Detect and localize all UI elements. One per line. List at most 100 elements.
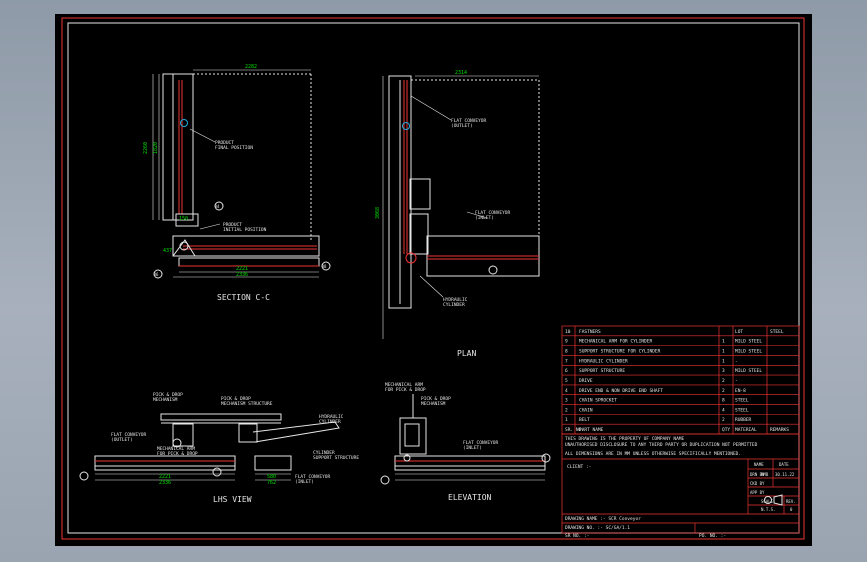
tb-drn-date: 30.11.22 — [775, 472, 795, 477]
tb-po-no: PO. NO. :- — [699, 533, 726, 539]
bom-header-qty: QTY — [722, 427, 730, 433]
bom-cell-qty: 3 — [722, 368, 725, 374]
bom-cell-rem: STEEL — [770, 329, 784, 335]
lhs-view-title: LHS VIEW — [213, 495, 252, 504]
bom-cell-name: SUPPORT STRUCTURE — [579, 368, 625, 374]
bom-cell-mat: MILD STEEL — [735, 368, 762, 374]
bom-cell-qty: 1 — [722, 349, 725, 355]
bom-cell-mat: MILD STEEL — [735, 349, 762, 355]
bom-cell-name: FASTNERS — [579, 329, 601, 335]
cc-dim-bottom1: 2221 — [236, 266, 248, 272]
inner-border — [67, 22, 800, 534]
bom-cell-name: BELT — [579, 417, 590, 423]
bom-cell-qty: 2 — [722, 378, 725, 384]
bom-cell-no: 9 — [565, 339, 568, 345]
bom-cell-no: 4 — [565, 388, 568, 394]
plan-dim-left: 3068 — [375, 207, 381, 219]
bom-cell-name: CHAIN SPROCKET — [579, 398, 617, 404]
tb-drn-by: DRN BY — [750, 472, 765, 477]
bom-cell-mat: STEEL — [735, 398, 749, 404]
bom-cell-no: 1 — [565, 417, 568, 423]
cc-balloon-1: 04 — [215, 204, 220, 209]
notice-line-1: THIS DRAWING IS THE PROPERTY OF COMPANY … — [565, 436, 684, 442]
bom-cell-no: 8 — [565, 349, 568, 355]
tb-rev-header: REV. — [786, 499, 796, 504]
elev-label-conv: FLAT CONVEYOR(INLET) — [463, 440, 499, 451]
tb-drawing-no: DRAWING NO. :- SC/GA/1.1 — [565, 525, 630, 531]
bom-cell-no: 5 — [565, 378, 568, 384]
tb-drawing-name: DRAWING NAME :- SCR Conveyor — [565, 516, 641, 522]
section-cc-title: SECTION C-C — [217, 293, 270, 302]
bom-cell-no: 2 — [565, 407, 568, 413]
cc-dim-side: 437 — [163, 248, 172, 254]
bom-cell-qty: 2 — [722, 388, 725, 394]
bom-header-mat: MATERIAL — [735, 427, 757, 433]
plan-dim-top: 2314 — [455, 70, 467, 76]
bom-cell-mat: LOT — [735, 329, 743, 335]
tb-rev-value: 0 — [790, 507, 793, 512]
cc-dim-bottom2: 2336 — [236, 272, 248, 278]
lhs-label-flat-inlet: FLAT CONVEYOR(INLET) — [295, 474, 331, 485]
bom-cell-qty: 1 — [722, 358, 725, 364]
cc-balloon-3: 08 — [322, 264, 327, 269]
tb-scale-value: N.T.S. — [761, 507, 775, 512]
lhs-dim-2: 2336 — [159, 480, 171, 486]
cc-balloon-2: 06 — [154, 272, 159, 277]
bom-cell-qty: 4 — [722, 407, 725, 413]
tb-app-by: APP BY — [750, 490, 765, 495]
tb-client: CLIENT :- — [567, 464, 591, 470]
bom-cell-name: MECHANICAL ARM FOR CYLINDER — [579, 339, 652, 345]
bom-header-rem: REMARKS — [770, 427, 789, 433]
bom-cell-mat: MILD STEEL — [735, 339, 762, 345]
lhs-dim-3: 580 — [267, 474, 276, 480]
bom-rows: 10 FASTNERS LOT STEEL 9 MECHANICAL ARM FOR CY… — [562, 329, 799, 433]
tb-drn-name: NMB — [761, 472, 769, 477]
projection-cone — [773, 494, 783, 506]
plan-label-outlet: FLAT CONVEYOR(OUTLET) — [451, 118, 487, 129]
cc-dim-small: 150 — [179, 216, 188, 222]
bom-cell-no: 10 — [565, 329, 571, 335]
tb-scale-header: SCALE — [761, 499, 774, 504]
drawing-sheet: 2282 2260 1820 2221 2336 437 150 PRODUCT… — [55, 14, 812, 546]
elevation-view — [380, 394, 551, 485]
bom-cell-qty: 2 — [722, 417, 725, 423]
bom-cell-name: CHAIN — [579, 407, 593, 413]
tb-date-header: DATE — [779, 462, 789, 467]
notice-line-3: ALL DIMENSIONS ARE IN MM UNLESS OTHERWIS… — [565, 451, 741, 457]
lhs-dim-4: 762 — [267, 480, 276, 486]
bom-cell-name: HYDRAULIC CYLINDER — [579, 358, 628, 364]
bom-cell-mat: RUBBER — [735, 417, 752, 423]
bom-cell-qty: 8 — [722, 398, 725, 404]
lhs-label-flat-outlet: FLAT CONVEYOR(OUTLET) — [111, 432, 147, 443]
elevation-title: ELEVATION — [448, 493, 492, 502]
cc-dim-left2: 1820 — [153, 142, 159, 154]
bom-cell-no: 7 — [565, 358, 568, 364]
bom-cell-no: 6 — [565, 368, 568, 374]
cc-dim-left: 2260 — [143, 142, 149, 154]
notice-line-2: UNAUTHORISED DISCLOSURE TO ANY THIRD PAR… — [565, 442, 758, 448]
bom-cell-name: SUPPORT STRUCTURE FOR CYLINDER — [579, 349, 661, 355]
bom-header-name: PART NAME — [579, 427, 604, 433]
bom-cell-name: DRIVE — [579, 378, 593, 384]
outer-border — [61, 17, 805, 540]
tb-name-header: NAME — [754, 462, 764, 467]
projection-symbol — [764, 496, 772, 504]
bom-cell-mat: STEEL — [735, 407, 749, 413]
bom-cell-qty: 1 — [722, 339, 725, 345]
lhs-dim-1: 2221 — [159, 474, 171, 480]
bom-cell-no: 3 — [565, 398, 568, 404]
lhs-view — [79, 413, 340, 481]
plan-title: PLAN — [457, 349, 476, 358]
tb-ckd-by: CKD BY — [750, 481, 765, 486]
bom-cell-name: DRIVE END & NON DRIVE END SHAFT — [579, 388, 663, 394]
bom-header-no: SR. NO. — [565, 427, 584, 433]
title-block — [561, 433, 800, 534]
